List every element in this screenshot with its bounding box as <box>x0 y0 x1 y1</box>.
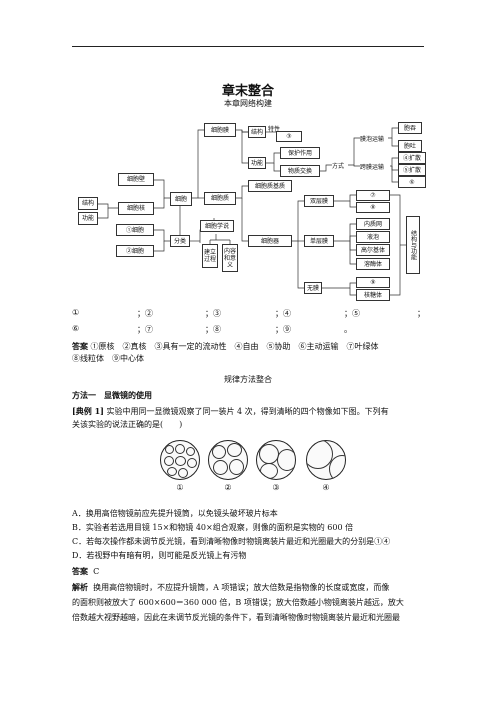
answer-block: 答案 ①原核 ②真核 ③具有一定的流动性 ④自由 ⑤协助 ⑥主动运输 ⑦叶绿体 <box>72 340 428 353</box>
example-line-2: 关该实验的说法正确的是( ) <box>72 420 183 429</box>
page-title: 章末整合 <box>221 84 274 99</box>
node-blank-9: ⑨ <box>356 277 390 288</box>
option-c: C．若每次操作都未调节反光镜，看到清晰物像时物镜离装片最近和光圈最大的分别是①④ <box>72 537 391 546</box>
answer-2-label: 答案 <box>72 566 88 576</box>
label-feature: 特性 <box>268 126 281 133</box>
node-cytoplasm-matrix: 细胞质基质 <box>248 180 292 192</box>
blank-5: ；⑤ <box>344 309 360 318</box>
explain-line-2: 的面积则被放大了 600×600＝360 000 倍，B 项错误；放大倍数越小物… <box>72 598 404 607</box>
answer-2-value: C <box>93 567 100 576</box>
node-cell-theory: 细胞学说 <box>200 220 234 232</box>
node-establish: 建立过程 <box>202 244 218 268</box>
micro-image-3 <box>256 440 296 480</box>
node-golgi: 高尔基体 <box>356 244 390 256</box>
node-function: 功能 <box>78 212 98 225</box>
micro-label-1: ① <box>176 483 184 492</box>
node-blank-7: ⑦ <box>356 190 390 201</box>
explain-line-3: 倍数越大视野越暗，因此在未调节反光镜的条件下，看到清晰物像时物镜离装片最近和光圈… <box>72 613 400 622</box>
node-blank-2: ②细胞 <box>116 245 154 257</box>
example-line-1: [典例 1] 实验中用同一显微镜观察了同一装片 4 次，得到清晰的四个物像如下图… <box>72 405 428 418</box>
node-membrane-structure: 结构 <box>248 126 266 138</box>
node-single-membrane: 单层膜 <box>304 235 334 247</box>
node-blank-5: ⑤扩散 <box>398 164 426 176</box>
micro-image-2 <box>208 440 248 480</box>
method-title: 方法一 显微镜的使用 <box>72 390 152 400</box>
node-cell: 细胞 <box>170 192 192 206</box>
page-subtitle: 本章网络构建 <box>224 99 272 108</box>
blank-6: ； <box>417 309 425 318</box>
micro-label-3: ③ <box>272 483 280 492</box>
node-blank-6: ⑥ <box>398 176 426 188</box>
concept-map-connectors <box>98 127 406 296</box>
blank-8: ；⑧ <box>205 325 221 334</box>
node-blank-8: ⑧ <box>356 202 390 213</box>
node-membrane-function: 功能 <box>248 157 266 169</box>
node-structure: 结构 <box>78 197 98 210</box>
node-material-exchange: 物质交换 <box>280 165 320 177</box>
option-d: D．若视野中有暗有明，则可能是反光镜上有污物 <box>72 551 247 560</box>
micro-label-2: ② <box>224 483 232 492</box>
explain-label: 解析 <box>72 582 88 592</box>
blank-2: ；② <box>137 309 153 318</box>
node-blank-1: ①细胞 <box>116 224 154 236</box>
node-classification: 分类 <box>170 235 190 247</box>
label-way: 方式 <box>332 163 345 170</box>
node-exocytosis: 胞吐 <box>398 140 422 152</box>
blanks-line-2: ⑥ ；⑦ ；⑧ ；⑨ 。 <box>72 324 432 336</box>
node-blank-4: ④扩散 <box>398 152 426 164</box>
label-transmembrane: 跨膜运输 <box>360 164 385 171</box>
option-b: B．实验者若选用目镜 15×和物镜 40×组合观察，则像的面积是实物的 600 … <box>72 523 354 532</box>
node-protection: 保护作用 <box>280 147 320 159</box>
node-blank-3: ③ <box>276 131 302 142</box>
label-vesicle-transport: 膜泡运输 <box>360 136 385 143</box>
blank-6b: ⑥ <box>72 324 80 333</box>
node-nucleus: 细胞核 <box>118 202 154 215</box>
answer-text-2: ⑧线粒体 ⑨中心体 <box>72 354 144 363</box>
microscope-figure: ① ② ③ ④ <box>160 440 350 492</box>
node-cell-membrane: 细胞膜 <box>204 123 236 137</box>
node-er: 内质网 <box>356 218 390 230</box>
blank-1: ① <box>72 308 80 317</box>
concept-map: 结构 功能 细胞壁 细胞核 细胞 细胞膜 结构 特性 ③ 功能 保护作用 物质交… <box>70 118 435 304</box>
blank-7: ；⑦ <box>137 325 153 334</box>
explain-line-1: 换用高倍物镜时，不应提升镜筒，A 项错误；放大倍数是指物像的长度或宽度，而像 <box>93 583 390 592</box>
blank-4: ；④ <box>275 309 291 318</box>
blanks-line-1: ① ；② ；③ ；④ ；⑤ ； <box>72 308 432 320</box>
example-text: 实验中用同一显微镜观察了同一装片 4 次，得到清晰的四个物像如下图。下列有 <box>106 407 389 416</box>
example-label: [典例 1] <box>72 406 104 416</box>
node-content: 内容和意义 <box>222 244 238 272</box>
micro-image-1 <box>160 440 200 480</box>
node-organelles: 细胞器 <box>248 235 292 247</box>
node-no-membrane: 无膜 <box>304 282 322 294</box>
node-cell-wall: 细胞壁 <box>118 173 154 186</box>
node-structure-function: 结构与功能 <box>406 216 420 274</box>
node-ribosome: 核糖体 <box>356 289 390 301</box>
section-title: 规律方法整合 <box>224 375 272 384</box>
header-rule <box>72 46 424 47</box>
answer-text: ①原核 ②真核 ③具有一定的流动性 ④自由 ⑤协助 ⑥主动运输 ⑦叶绿体 <box>90 342 379 351</box>
blank-9: ；⑨ <box>275 325 291 334</box>
blank-3: ；③ <box>205 309 221 318</box>
node-endocytosis: 胞吞 <box>398 122 422 134</box>
option-a: A．换用高倍物镜前应先提升镜筒，以免镜头破坏玻片标本 <box>72 509 278 518</box>
explanation: 解析 换用高倍物镜时，不应提升镜筒，A 项错误；放大倍数是指物像的长度或宽度，而… <box>72 580 428 625</box>
node-double-membrane: 双层膜 <box>304 195 334 207</box>
node-lysosome: 溶酶体 <box>356 258 390 270</box>
node-vacuole: 液泡 <box>356 231 390 243</box>
micro-label-4: ④ <box>322 483 330 492</box>
micro-image-4 <box>306 440 346 480</box>
answer-label: 答案 <box>72 341 88 351</box>
node-cytoplasm: 细胞质 <box>204 192 236 205</box>
blank-end: 。 <box>344 325 352 334</box>
answer-2: 答案 C <box>72 565 428 578</box>
